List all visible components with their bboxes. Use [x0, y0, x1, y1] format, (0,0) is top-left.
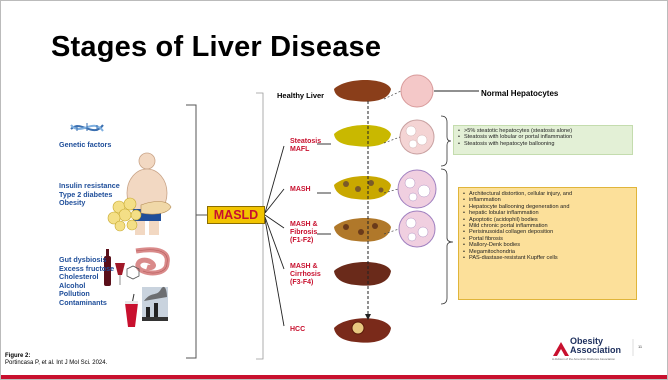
- left-bracket: [186, 105, 196, 358]
- steatosis-hepatocyte-icon: [400, 120, 434, 154]
- obesity-association-logo: Obesity Association A division of the Am…: [552, 337, 632, 359]
- page-number: 11: [638, 344, 642, 349]
- fibrosis-hepatocyte-icon: [399, 211, 435, 247]
- stage-line: Steatosis: [290, 138, 321, 146]
- stage-line: MASH &: [290, 263, 321, 271]
- normal-hepatocytes-label: Normal Hepatocytes: [481, 89, 558, 98]
- dna-icon: [71, 123, 103, 131]
- stage-mash-label: MASH: [290, 186, 311, 194]
- stage-mash-cirrhosis-label: MASH & Cirrhosis (F3-F4): [290, 263, 321, 287]
- steatosis-features-box: >5% steatotic hepatocytes (steatosis alo…: [453, 125, 633, 155]
- genetic-factors-label: Genetic factors: [59, 141, 111, 150]
- mash-hepatocyte-icon: [398, 170, 436, 208]
- stage-line: Fibrosis: [290, 229, 318, 237]
- steatosis-liver-icon: [334, 125, 391, 147]
- footer-bar: [1, 375, 668, 380]
- stage-line: MASH &: [290, 221, 318, 229]
- citation-label: Figure 2:: [5, 353, 30, 359]
- stage-line: (F3-F4): [290, 279, 321, 287]
- healthy-liver-icon: [334, 80, 391, 102]
- stage-line: Cirrhosis: [290, 271, 321, 279]
- logo-line: Association: [570, 346, 621, 355]
- figure-citation: Figure 2: Portincasa P, et al. Int J Mol…: [5, 353, 107, 367]
- normal-hepatocyte-icon: [401, 75, 433, 107]
- logo-subtitle: A division of the American Diabetes Asso…: [552, 357, 615, 361]
- metabolic-factors-list: Insulin resistance Type 2 diabetes Obesi…: [59, 182, 120, 208]
- pollution-icon: [142, 287, 168, 321]
- mash-features-box: Architectural distortion, cellular injur…: [458, 187, 637, 300]
- citation-text: Portincasa P, et al. Int J Mol Sci. 2024…: [5, 360, 107, 366]
- pancreas-icon: [141, 202, 171, 215]
- cirrhosis-liver-icon: [334, 262, 391, 286]
- stage-arrows: [265, 146, 284, 326]
- environmental-factors-list: Gut dysbiosis Excess fructose Cholestero…: [59, 256, 114, 308]
- mash-feature-item: PAS-diastase-resistant Kupffer cells: [463, 255, 632, 261]
- molecule-icon: [127, 266, 139, 279]
- environmental-factor-item: Contaminants: [59, 299, 114, 308]
- stage-hcc-label: HCC: [290, 326, 305, 334]
- steatosis-feature-item: Steatosis with hepatocyte ballooning: [458, 141, 628, 147]
- healthy-liver-label: Healthy Liver: [277, 91, 324, 100]
- stage-line: MAFL: [290, 146, 321, 154]
- mash-liver-icon: [334, 176, 391, 200]
- stage-line: (F1-F2): [290, 237, 318, 245]
- stage-steatosis-label: Steatosis MAFL: [290, 138, 321, 154]
- right-bracket: [256, 93, 263, 359]
- stage-mash-fibrosis-label: MASH & Fibrosis (F1-F2): [290, 221, 318, 245]
- logo-text: Obesity Association: [570, 337, 621, 355]
- metabolic-factor-item: Obesity: [59, 199, 120, 208]
- soda-cup-icon: [125, 294, 138, 327]
- intestine-icon: [136, 250, 167, 273]
- masld-label: MASLD: [207, 206, 265, 224]
